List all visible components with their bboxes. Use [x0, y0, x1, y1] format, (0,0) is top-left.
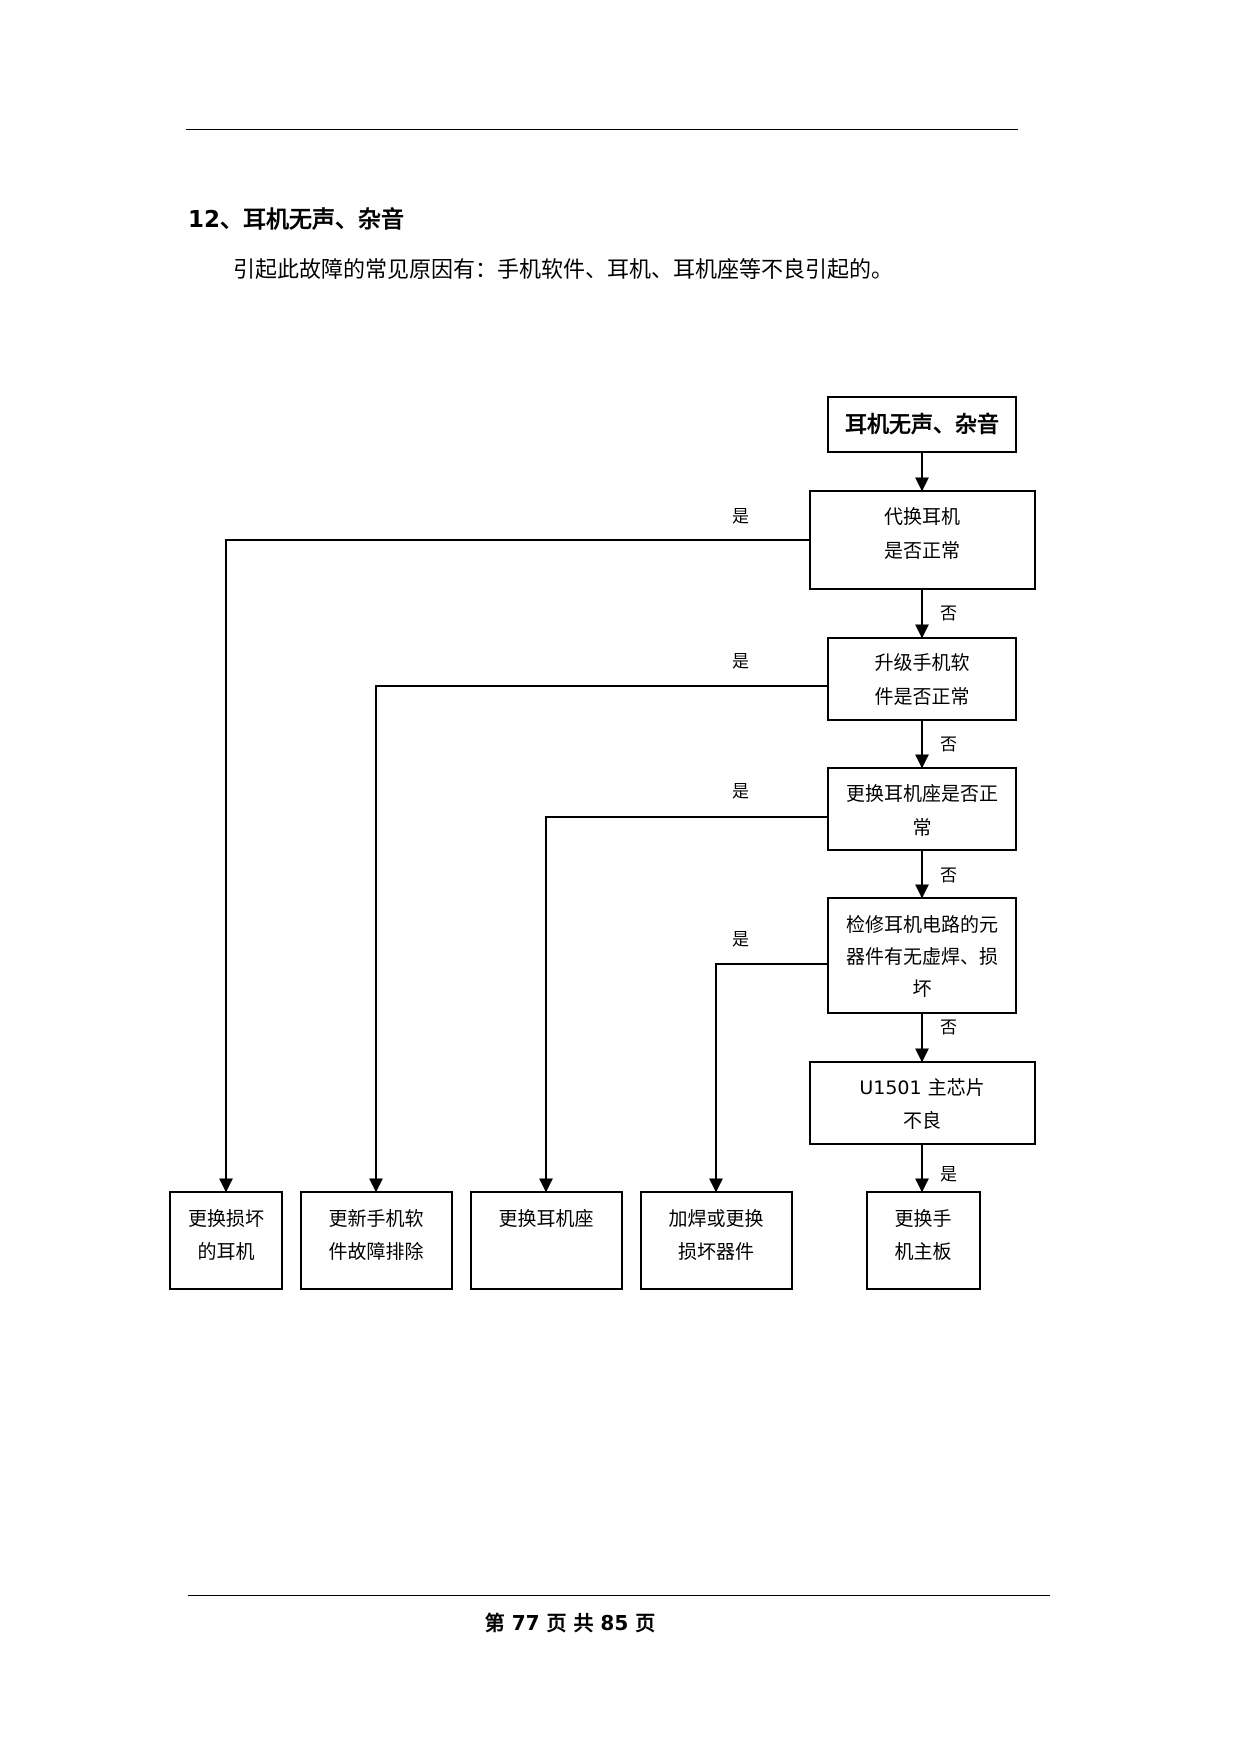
result-4-line-1: 加焊或更换 — [668, 1208, 763, 1230]
start-node: 耳机无声、杂音 — [827, 396, 1017, 453]
yes-label-3: 是 — [732, 782, 749, 802]
check-4-line-3: 坏 — [912, 978, 931, 1000]
result-2-line-1: 更新手机软 — [328, 1208, 423, 1230]
edge-check-3-to-result-3 — [539, 816, 828, 1193]
edge-check-2-to-result-2 — [369, 685, 828, 1193]
page-footer: 第 77 页 共 85 页 — [484, 1611, 656, 1635]
check-node-5: U1501 主芯片 不良 — [809, 1061, 1036, 1145]
no-label-4: 否 — [940, 1018, 957, 1038]
check-5-line-2: 不良 — [903, 1110, 941, 1132]
check-2-line-1: 升级手机软 — [874, 652, 969, 674]
result-node-1: 更换损坏 的耳机 — [169, 1191, 283, 1290]
footer-rule — [188, 1595, 1050, 1596]
result-node-5: 更换手 机主板 — [866, 1191, 981, 1290]
yes-label-1: 是 — [732, 507, 749, 527]
yes-label-5: 是 — [940, 1165, 957, 1185]
check-node-3: 更换耳机座是否正 常 — [827, 767, 1017, 851]
check-4-line-1: 检修耳机电路的元 — [846, 914, 998, 936]
check-4-line-2: 器件有无虚焊、损 — [846, 946, 998, 968]
check-3-line-1: 更换耳机座是否正 — [846, 783, 998, 805]
no-label-1: 否 — [940, 604, 957, 624]
start-node-label: 耳机无声、杂音 — [845, 412, 999, 438]
check-node-4: 检修耳机电路的元 器件有无虚焊、损 坏 — [827, 897, 1017, 1014]
check-3-line-2: 常 — [912, 817, 931, 839]
check-node-1: 代换耳机 是否正常 — [809, 490, 1036, 590]
no-label-2: 否 — [940, 735, 957, 755]
header-rule — [186, 129, 1018, 130]
check-1-line-1: 代换耳机 — [884, 506, 960, 528]
check-node-2: 升级手机软 件是否正常 — [827, 637, 1017, 721]
result-node-3: 更换耳机座 — [470, 1191, 623, 1290]
result-3-line-1: 更换耳机座 — [498, 1208, 593, 1230]
check-1-line-2: 是否正常 — [884, 540, 960, 562]
result-node-2: 更新手机软 件故障排除 — [300, 1191, 453, 1290]
result-1-line-1: 更换损坏 — [188, 1208, 264, 1230]
check-5-line-1: U1501 主芯片 — [859, 1077, 984, 1099]
yes-label-4: 是 — [732, 930, 749, 950]
no-label-3: 否 — [940, 866, 957, 886]
yes-label-2: 是 — [732, 652, 749, 672]
result-2-line-2: 件故障排除 — [328, 1241, 423, 1263]
intro-paragraph: 引起此故障的常见原因有：手机软件、耳机、耳机座等不良引起的。 — [233, 258, 894, 283]
check-2-line-2: 件是否正常 — [874, 686, 969, 708]
edge-check-1-to-result-1 — [219, 539, 810, 1193]
result-4-line-2: 损坏器件 — [678, 1241, 754, 1263]
edge-check-4-to-result-4 — [709, 963, 828, 1193]
result-1-line-2: 的耳机 — [197, 1241, 254, 1263]
result-5-line-1: 更换手 — [894, 1208, 951, 1230]
result-5-line-2: 机主板 — [894, 1241, 951, 1263]
result-node-4: 加焊或更换 损坏器件 — [640, 1191, 793, 1290]
section-heading: 12、耳机无声、杂音 — [188, 207, 405, 233]
